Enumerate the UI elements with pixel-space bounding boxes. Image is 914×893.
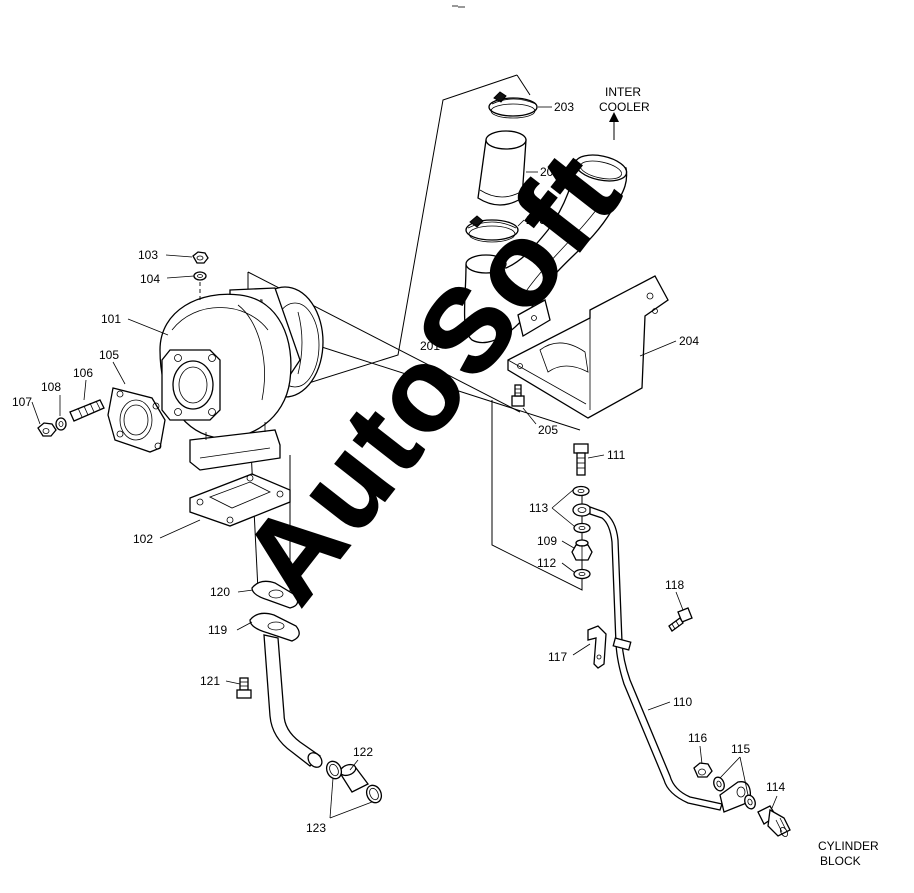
- label-102: 102: [133, 532, 153, 546]
- annotations: INTER COOLER CYLINDER BLOCK: [599, 85, 879, 868]
- label-104: 104: [140, 272, 160, 286]
- label-122: 122: [353, 745, 373, 759]
- hose-clamp-203-lower: [465, 215, 519, 243]
- label-114: 114: [766, 780, 785, 794]
- hose-122: [338, 763, 369, 793]
- stud-106: [69, 399, 105, 422]
- bolt-118: [668, 607, 693, 632]
- label-202: 202: [540, 165, 560, 179]
- washer-112: [573, 568, 591, 580]
- label-123: 123: [306, 821, 326, 835]
- label-201: 201: [420, 339, 440, 353]
- intercooler-label-line1: INTER: [605, 85, 641, 99]
- label-203-top: 203: [554, 100, 574, 114]
- label-121: 121: [200, 674, 220, 688]
- leader-lines: [31, 106, 778, 819]
- intercooler-pipe-201: [463, 154, 628, 344]
- gasket-105: [107, 387, 166, 453]
- bracket-117: [587, 625, 607, 669]
- label-203-lower: 203: [526, 213, 546, 227]
- label-111: 111: [607, 448, 626, 462]
- part-labels: 203 202 203 201 204 205 103 104 101 105 …: [12, 100, 785, 835]
- top-mark: [452, 5, 465, 8]
- label-105: 105: [99, 348, 119, 362]
- hose-clamp-123a: [325, 760, 343, 780]
- label-115: 115: [731, 742, 750, 756]
- union-114: [757, 805, 791, 837]
- washer-108: [55, 417, 67, 431]
- oil-feed-pipe-110: [572, 503, 752, 813]
- label-117: 117: [548, 650, 567, 664]
- washer-113-bottom: [573, 522, 591, 534]
- label-101: 101: [101, 312, 121, 326]
- label-116: 116: [688, 731, 707, 745]
- washer-113-top: [572, 485, 590, 497]
- bracket-204: [507, 275, 669, 419]
- hose-clamp-123b: [365, 784, 383, 804]
- label-106: 106: [73, 366, 93, 380]
- cylinder-block-label-line1: CYLINDER: [818, 839, 879, 853]
- label-204: 204: [679, 334, 699, 348]
- turbocharger-101: [159, 286, 324, 471]
- label-119: 119: [208, 623, 227, 637]
- washer-115a: [713, 776, 725, 792]
- exhaust-gasket-102: [189, 473, 291, 527]
- label-109: 109: [537, 534, 557, 548]
- label-108: 108: [41, 380, 61, 394]
- banjo-bolt-111: [573, 443, 589, 476]
- label-103: 103: [138, 248, 158, 262]
- bolt-121: [236, 677, 252, 699]
- washer-115b: [744, 794, 756, 810]
- hose-202: [477, 130, 527, 206]
- label-120: 120: [210, 585, 230, 599]
- nut-103: [192, 251, 209, 264]
- intercooler-label-line2: COOLER: [599, 100, 650, 114]
- oil-drain-gasket-120: [251, 580, 299, 609]
- intercooler-arrow-icon: [609, 112, 619, 140]
- label-107: 107: [12, 395, 32, 409]
- label-205: 205: [538, 423, 558, 437]
- washer-104: [193, 271, 207, 300]
- bolt-205: [511, 384, 525, 407]
- fitting-109: [571, 539, 593, 561]
- nut-116: [693, 762, 713, 778]
- label-112: 112: [537, 556, 556, 570]
- label-110: 110: [673, 695, 692, 709]
- label-113: 113: [529, 501, 548, 515]
- oil-drain-pipe-119: [249, 612, 323, 768]
- hose-clamp-203-top: [488, 91, 538, 119]
- nut-107: [37, 422, 57, 437]
- cylinder-block-label-line2: BLOCK: [820, 854, 861, 868]
- label-118: 118: [665, 578, 684, 592]
